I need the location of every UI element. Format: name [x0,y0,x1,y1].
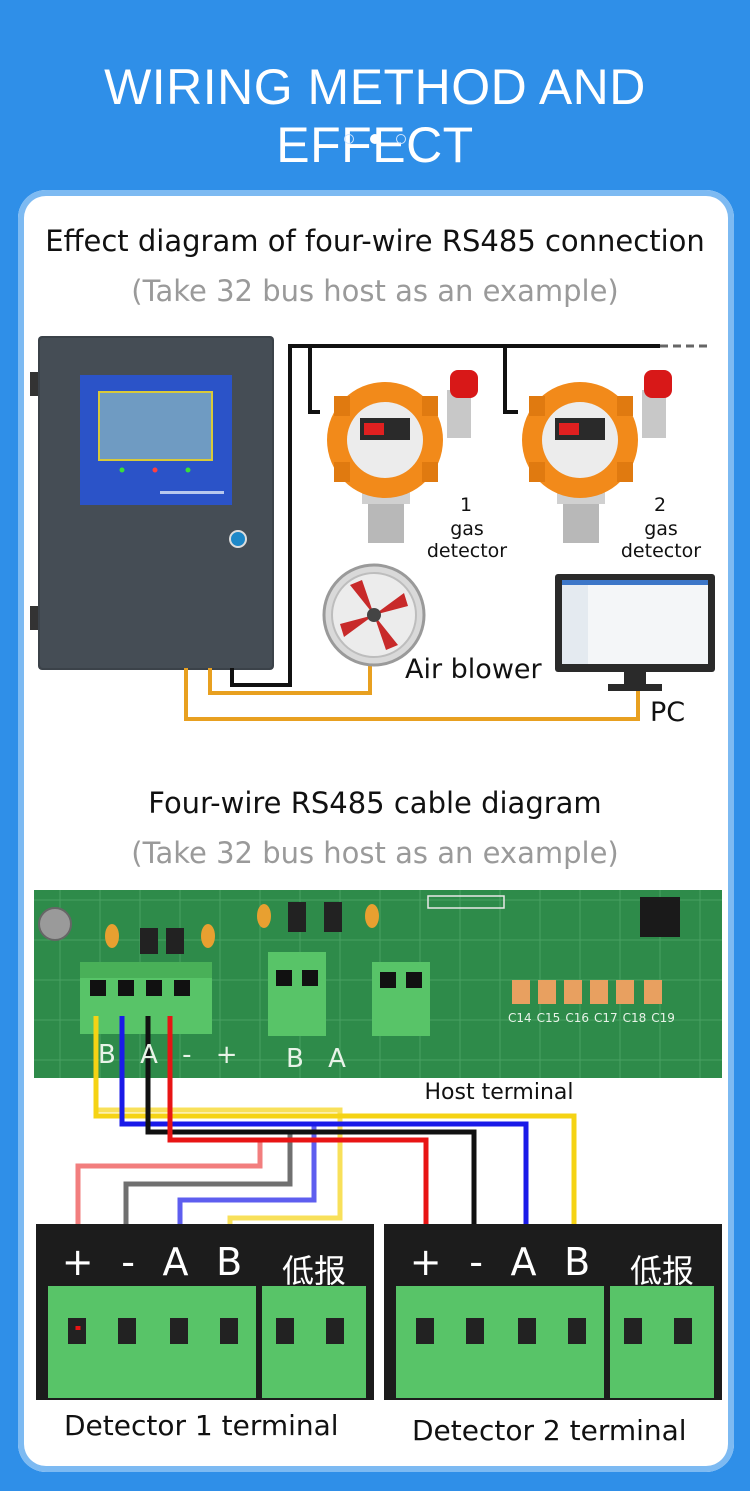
detector2-alarm-label: 低报 [629,1252,694,1290]
capacitor-label: C19 [651,1011,675,1025]
detector1-terminal-signs: + - A B [48,1240,256,1284]
terminal-sign-minus: - [469,1240,483,1284]
detector1-alarm-label: 低报 [281,1252,346,1290]
detector1-terminal-block [36,1224,374,1400]
section2-subtitle: (Take 32 bus host as an example) [131,836,619,870]
capacitor-label: C14 [508,1011,532,1025]
detector1-label: gas detector [426,518,508,562]
detector2-terminal-label: Detector 2 terminal [412,1414,687,1447]
capacitor-label: C15 [536,1011,561,1025]
carousel-dot-active[interactable] [370,134,380,144]
terminal-sign-plus: + [61,1240,94,1284]
capacitor-label: C16 [565,1011,589,1025]
pc-monitor [555,574,715,691]
content-card: Effect diagram of four-wire RS485 connec… [18,190,734,1472]
capacitor-labels: C14 C15 C16 C17 C18 C19 [508,1011,675,1025]
terminal-sign-b: B [216,1240,243,1284]
section1-subtitle: (Take 32 bus host as an example) [131,274,619,308]
gas-detector-1 [327,370,478,543]
detector2-terminal-block [384,1224,722,1400]
gas-detector-2 [522,370,672,543]
pcb-ba-label: B A [286,1044,354,1074]
capacitor-label: C17 [593,1011,618,1025]
detector1-terminal-label: Detector 1 terminal [64,1409,339,1442]
controller-cabinet [30,336,274,670]
detector2-label: gas detector [620,518,702,562]
capacitor-label: C18 [622,1011,647,1025]
air-blower [322,563,426,667]
air-blower-label: Air blower [405,654,542,685]
terminal-sign-plus: + [409,1240,442,1284]
host-terminal-label: Host terminal [424,1080,574,1105]
pcb-bap-label: B A - + [98,1040,246,1070]
page-title: WIRING METHOD AND EFFECT [104,59,646,173]
terminal-sign-b: B [564,1240,591,1284]
detector1-number: 1 [459,494,473,516]
detector2-terminal-signs: + - A B [396,1240,604,1284]
carousel-dot[interactable] [396,134,406,144]
section1-title: Effect diagram of four-wire RS485 connec… [45,224,705,258]
pc-label: PC [650,697,686,728]
terminal-sign-minus: - [121,1240,135,1284]
carousel-indicator [0,134,750,144]
diagram-graphics [30,336,722,1400]
detector2-number: 2 [653,494,667,516]
terminal-sign-a: A [510,1240,537,1284]
carousel-dot[interactable] [344,134,354,144]
terminal-sign-a: A [162,1240,189,1284]
section2-title: Four-wire RS485 cable diagram [148,786,602,820]
